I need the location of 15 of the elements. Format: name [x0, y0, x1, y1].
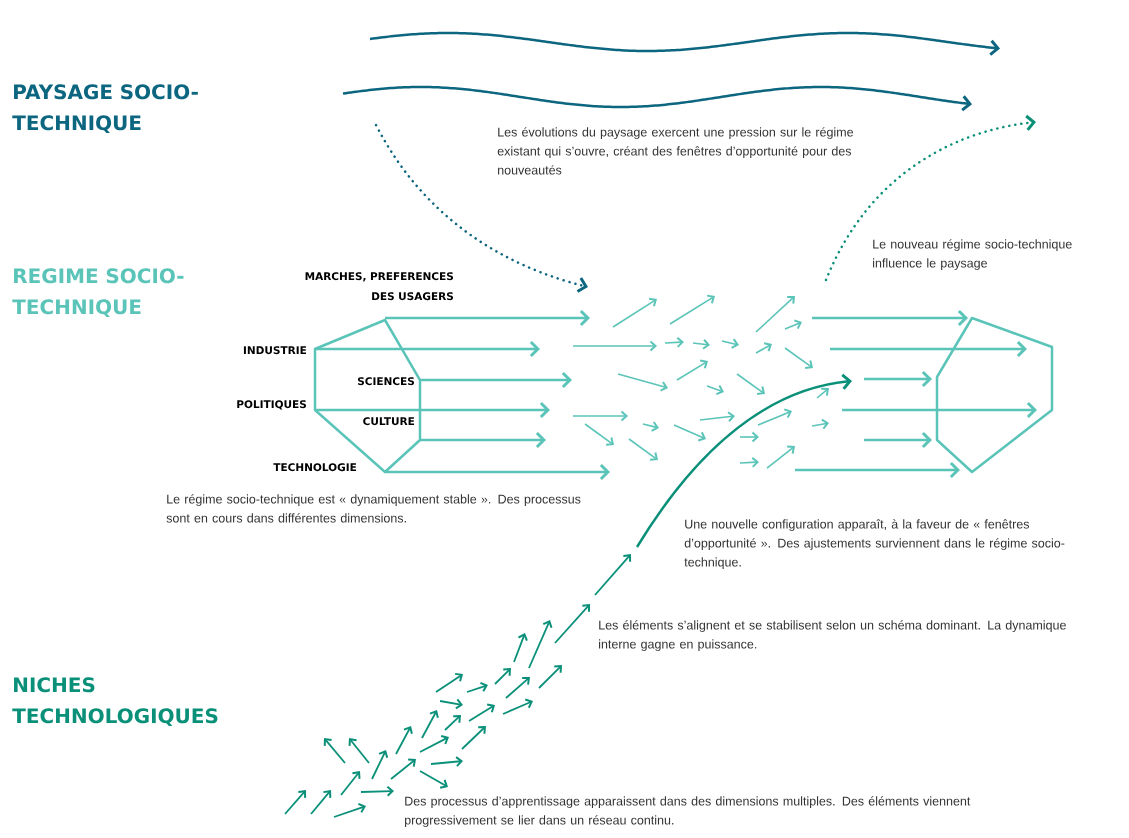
description-text: Le régime socio-technique est « dynamiquement stable ». Des processus sont en cours dans différentes dimensions.	[166, 494, 581, 523]
dimension-label: INDUSTRIE	[243, 346, 306, 355]
dimension-label: POLITIQUES	[237, 400, 306, 410]
description-text: Des processus d’apprentissage apparaissent dans des dimensions multiples. Des éléments viennent progressivement se lier dans un réseau continu.	[405, 796, 971, 827]
dimension-label: CULTURE	[363, 417, 415, 426]
description-text: Une nouvelle configuration apparaît, à la faveur de « fenêtres d’opportunité ». Des ajustements surviennent dans le régime socio-technique.	[684, 519, 1065, 569]
level-heading: REGIME SOCIO-TECHNIQUE	[12, 268, 184, 317]
description-text: Les éléments s’alignent et se stabilisent selon un schéma dominant. La dynamique interne gagne en puissance.	[599, 620, 1066, 651]
description-text: Le nouveau régime socio-technique influence le paysage	[873, 239, 1072, 270]
dimension-label: TECHNOLOGIE	[273, 463, 357, 472]
dimension-label: SCIENCES	[358, 377, 415, 386]
dimension-label: MARCHES, PREFERENCES DES USAGERS	[305, 272, 454, 301]
level-heading: NICHES TECHNOLOGIQUES	[12, 677, 218, 726]
description-text: Les évolutions du paysage exercent une pression sur le régime existant qui s’ouvre, créant des fenêtres d’opportunité pour des nouveautés	[497, 127, 854, 175]
level-heading: PAYSAGE SOCIO-TECHNIQUE	[12, 84, 198, 133]
